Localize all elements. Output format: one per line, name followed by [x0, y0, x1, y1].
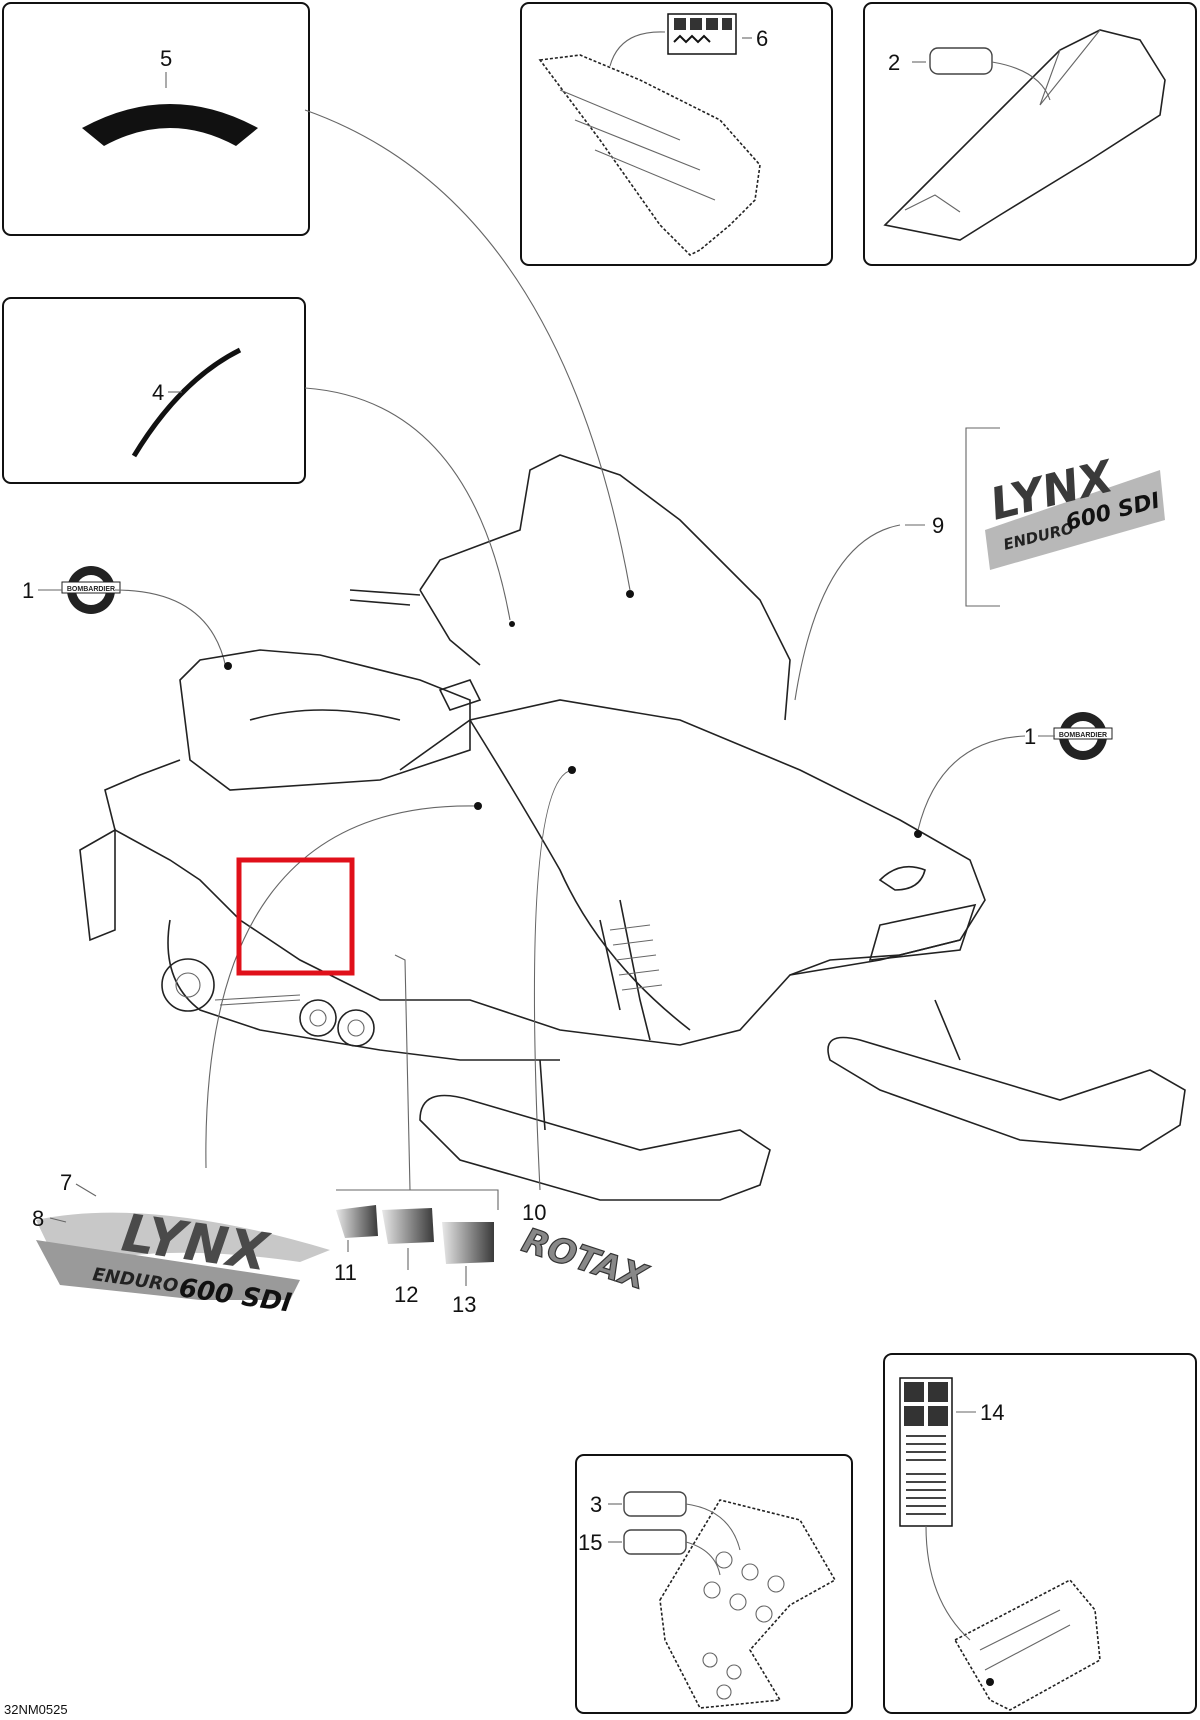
snowmobile-drawing: [79, 454, 1186, 1201]
leader-lines: [205, 109, 922, 1191]
decal-11: [336, 1205, 378, 1238]
callout-8: 8: [32, 1206, 44, 1231]
badge-right-text: BOMBARDIER: [1059, 732, 1107, 739]
highlight-box: [236, 857, 355, 976]
callout-3: 3: [590, 1492, 602, 1517]
callout-1-right: 1: [1024, 724, 1036, 749]
callout-15: 15: [578, 1530, 602, 1555]
badge-right: BOMBARDIER 1: [917, 712, 1113, 831]
decal-9-swoosh: [985, 470, 1165, 570]
arc-decal: [82, 104, 258, 146]
badge-left: BOMBARDIER 1: [22, 566, 227, 669]
inset-3-15: 3 15: [575, 1454, 853, 1714]
callout-4: 4: [152, 380, 164, 405]
drawing-code: 32NM0525: [4, 1702, 68, 1717]
inset-14: 14: [883, 1353, 1197, 1714]
inset-4: 4: [2, 297, 306, 484]
callout-12: 12: [394, 1282, 418, 1307]
stripe-decal: [131, 347, 242, 458]
decal-13: [442, 1222, 494, 1264]
decal-12: [382, 1208, 434, 1244]
callout-6: 6: [756, 26, 768, 51]
callout-14: 14: [980, 1400, 1004, 1425]
callout-2: 2: [888, 50, 900, 75]
badge-left-text: BOMBARDIER: [67, 586, 115, 593]
inset-6: 6: [520, 2, 833, 266]
callout-9: 9: [932, 513, 944, 538]
callout-5: 5: [160, 46, 172, 71]
blank-label-3: [623, 1491, 687, 1517]
callout-10: 10: [522, 1200, 546, 1225]
rotax-decal: ROTAX: [517, 1221, 653, 1299]
inset-2: 2: [863, 2, 1197, 266]
callout-13: 13: [452, 1292, 476, 1317]
inset-5: 5: [2, 2, 310, 236]
blank-label: [929, 47, 993, 75]
callout-7: 7: [60, 1170, 72, 1195]
decal-8-swoosh: [36, 1240, 300, 1300]
blank-label-15: [623, 1529, 687, 1555]
decal-7-8: LYNX ENDURO 600 SDI 7 8: [32, 1170, 330, 1319]
decals-11-13: 11 12 13 10: [334, 1189, 546, 1317]
callout-11: 11: [334, 1260, 357, 1285]
callout-1-left: 1: [22, 578, 34, 603]
decal-9: LYNX ENDURO 600 SDI 9: [794, 427, 1165, 701]
